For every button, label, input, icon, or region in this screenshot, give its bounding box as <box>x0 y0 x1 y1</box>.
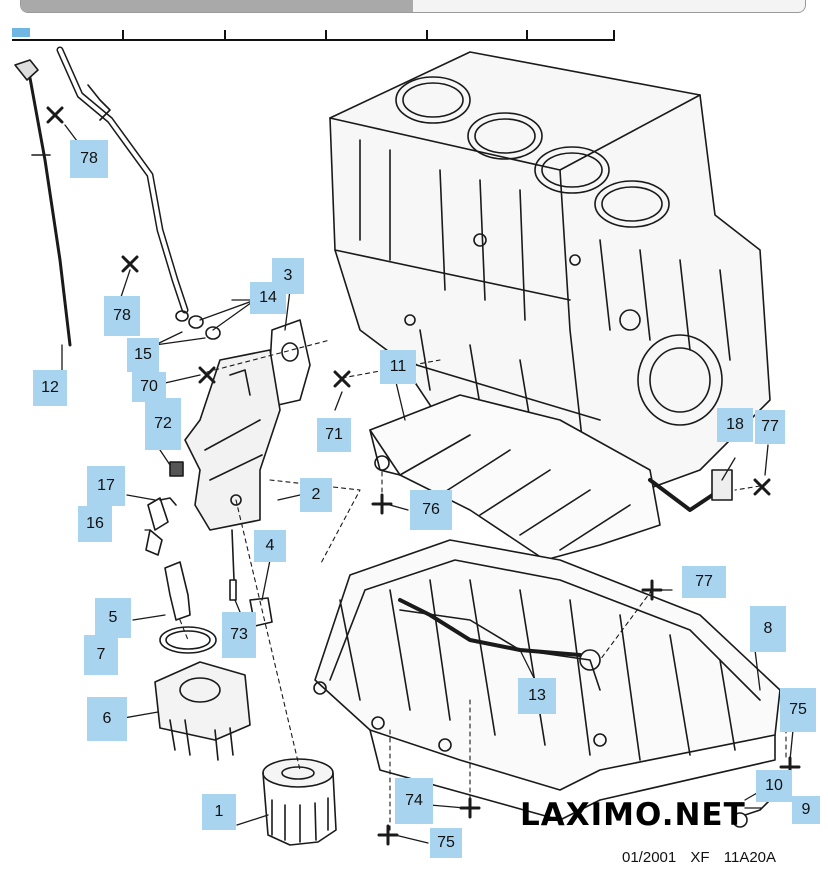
callout-13[interactable]: 13 <box>518 678 556 714</box>
callout-7[interactable]: 7 <box>84 635 118 675</box>
cross-icon <box>333 370 351 388</box>
callout-17[interactable]: 17 <box>87 466 125 506</box>
oil-filter <box>262 758 337 846</box>
plus-icon <box>459 797 481 819</box>
callout-71[interactable]: 71 <box>317 418 351 452</box>
callout-72[interactable]: 72 <box>145 398 181 450</box>
callout-1[interactable]: 1 <box>202 794 236 830</box>
plus-icon <box>377 824 399 846</box>
progress-bar <box>20 0 806 13</box>
callout-73[interactable]: 73 <box>222 612 256 658</box>
callout-8[interactable]: 8 <box>750 606 786 652</box>
cross-icon <box>121 255 139 273</box>
figure-reference: 01/2001 XF 11A20A <box>622 849 776 866</box>
progress-fill <box>21 0 413 12</box>
callout-5[interactable]: 5 <box>95 598 131 638</box>
ruler-tick <box>122 30 124 39</box>
callout-76[interactable]: 76 <box>410 490 452 530</box>
o-rings <box>175 310 221 340</box>
callout-15[interactable]: 15 <box>127 338 159 372</box>
callout-75-right[interactable]: 75 <box>780 688 816 732</box>
figure-date: 01/2001 <box>622 849 677 866</box>
watermark: LAXIMO.NET <box>520 797 746 833</box>
callout-74[interactable]: 74 <box>395 778 433 824</box>
callout-78-top[interactable]: 78 <box>70 140 108 178</box>
ruler-tick <box>613 30 615 39</box>
ruler-tick <box>224 30 226 39</box>
figure-code: XF 11A20A <box>690 849 777 866</box>
ruler-tick <box>325 30 327 39</box>
callout-6[interactable]: 6 <box>87 697 127 741</box>
callout-10[interactable]: 10 <box>756 770 792 802</box>
callout-9[interactable]: 9 <box>792 796 820 824</box>
cooler-parts <box>154 561 251 761</box>
dipstick-tube <box>56 46 189 314</box>
cross-icon <box>46 106 64 124</box>
filter-housing <box>184 349 281 531</box>
pickup-pipe <box>398 598 601 671</box>
breather-pipe <box>648 469 733 512</box>
callout-11[interactable]: 11 <box>380 350 416 384</box>
oil-pan <box>313 539 781 828</box>
callout-75-bottom[interactable]: 75 <box>430 828 462 858</box>
callout-78-mid[interactable]: 78 <box>104 296 140 336</box>
cross-icon <box>753 478 771 496</box>
callout-77-mid[interactable]: 77 <box>682 566 726 598</box>
plus-icon <box>641 579 663 601</box>
baffle-plate <box>369 394 661 561</box>
engine-block <box>329 51 771 511</box>
top-ruler <box>12 28 615 41</box>
ruler-tick <box>426 30 428 39</box>
cross-icon <box>198 366 216 384</box>
dipstick <box>14 59 72 347</box>
ruler-tick <box>526 30 528 39</box>
plus-icon <box>371 493 393 515</box>
callout-16[interactable]: 16 <box>78 506 112 542</box>
fixing-markers <box>46 106 801 846</box>
callout-18[interactable]: 18 <box>717 408 753 442</box>
callout-2[interactable]: 2 <box>300 478 332 512</box>
alignment-lines <box>179 339 787 831</box>
callout-77-top[interactable]: 77 <box>755 410 785 444</box>
callout-4[interactable]: 4 <box>254 530 286 562</box>
callout-14[interactable]: 14 <box>250 282 286 314</box>
ruler-corner <box>12 28 30 37</box>
callout-70[interactable]: 70 <box>132 372 166 402</box>
callout-12[interactable]: 12 <box>33 370 67 406</box>
